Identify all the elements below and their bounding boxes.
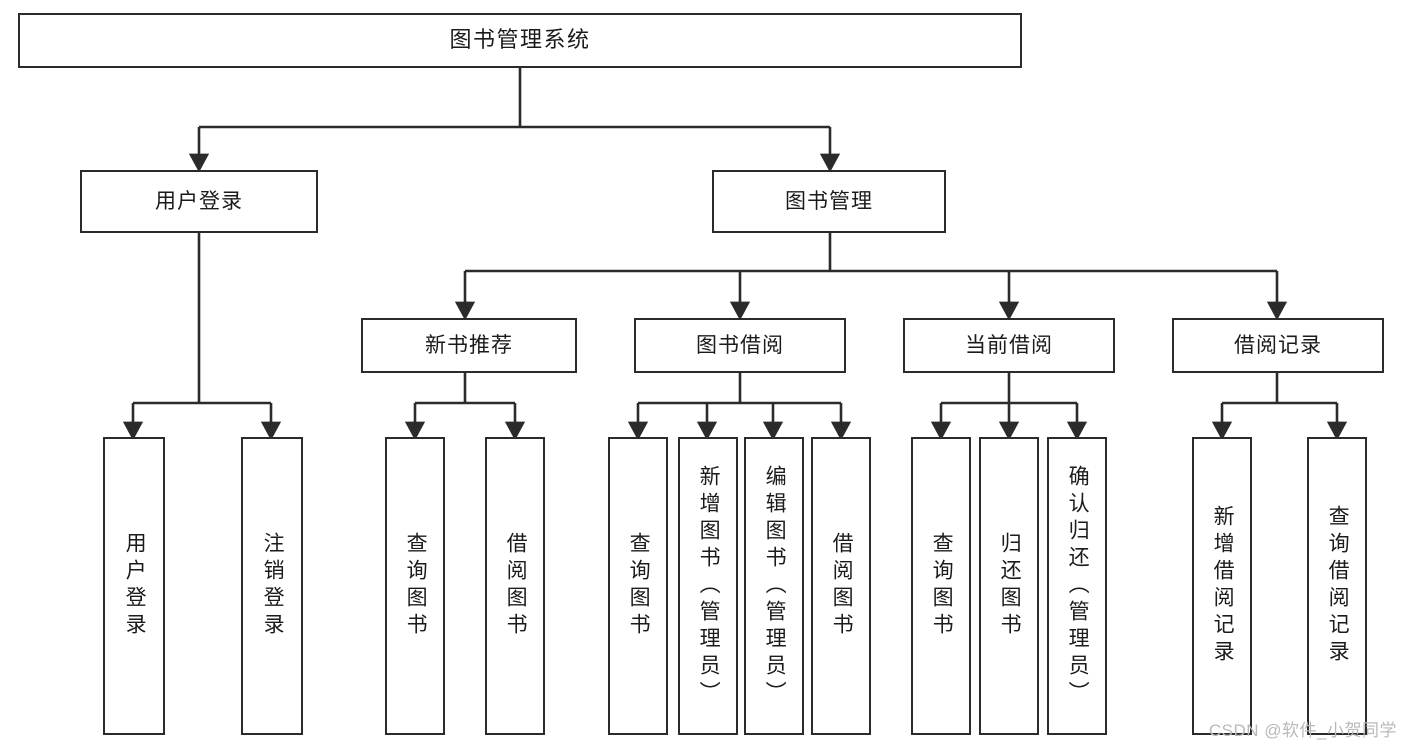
node-book-management[interactable]: 图书管理 bbox=[712, 170, 946, 233]
node-label: 借阅图书 bbox=[504, 532, 528, 640]
node-label: 编辑图书（管理员） bbox=[763, 464, 787, 708]
node-current-borrowing[interactable]: 当前借阅 bbox=[903, 318, 1115, 373]
node-new-book-recommendation[interactable]: 新书推荐 bbox=[361, 318, 577, 373]
leaf-add-book-admin[interactable]: 新增图书（管理员） bbox=[678, 437, 738, 735]
leaf-confirm-return-admin[interactable]: 确认归还（管理员） bbox=[1047, 437, 1107, 735]
node-label: 图书管理 bbox=[785, 189, 873, 213]
node-label: 查询图书 bbox=[930, 532, 954, 640]
leaf-edit-book-admin[interactable]: 编辑图书（管理员） bbox=[744, 437, 804, 735]
node-label: 确认归还（管理员） bbox=[1066, 464, 1090, 708]
node-user-login[interactable]: 用户登录 bbox=[80, 170, 318, 233]
leaf-logout[interactable]: 注销登录 bbox=[241, 437, 303, 735]
leaf-query-books-current[interactable]: 查询图书 bbox=[911, 437, 971, 735]
leaf-query-books-newbooks[interactable]: 查询图书 bbox=[385, 437, 445, 735]
node-label: 当前借阅 bbox=[965, 333, 1053, 357]
node-label: 图书管理系统 bbox=[449, 27, 591, 53]
node-label: 借阅记录 bbox=[1234, 333, 1322, 357]
node-label: 查询借阅记录 bbox=[1326, 505, 1350, 667]
leaf-query-borrow-record[interactable]: 查询借阅记录 bbox=[1307, 437, 1367, 735]
node-label: 查询图书 bbox=[627, 532, 651, 640]
node-label: 新书推荐 bbox=[425, 333, 513, 357]
leaf-borrow-books-newbooks[interactable]: 借阅图书 bbox=[485, 437, 545, 735]
leaf-return-books[interactable]: 归还图书 bbox=[979, 437, 1039, 735]
leaf-query-books-borrow[interactable]: 查询图书 bbox=[608, 437, 668, 735]
node-label: 查询图书 bbox=[404, 532, 428, 640]
node-label: 用户登录 bbox=[155, 189, 243, 213]
leaf-borrow-books-borrow[interactable]: 借阅图书 bbox=[811, 437, 871, 735]
node-label: 归还图书 bbox=[998, 532, 1022, 640]
node-book-borrowing[interactable]: 图书借阅 bbox=[634, 318, 846, 373]
node-label: 新增图书（管理员） bbox=[697, 464, 721, 708]
node-label: 图书借阅 bbox=[696, 333, 784, 357]
leaf-add-borrow-record[interactable]: 新增借阅记录 bbox=[1192, 437, 1252, 735]
csdn-watermark: CSDN @软件_小贺同学 bbox=[1208, 721, 1397, 740]
node-borrowing-records[interactable]: 借阅记录 bbox=[1172, 318, 1384, 373]
node-label: 借阅图书 bbox=[830, 532, 854, 640]
node-label: 用户登录 bbox=[123, 532, 147, 640]
leaf-user-login[interactable]: 用户登录 bbox=[103, 437, 165, 735]
node-label: 新增借阅记录 bbox=[1211, 505, 1235, 667]
node-label: 注销登录 bbox=[261, 532, 285, 640]
node-root-book-management-system[interactable]: 图书管理系统 bbox=[18, 13, 1022, 68]
